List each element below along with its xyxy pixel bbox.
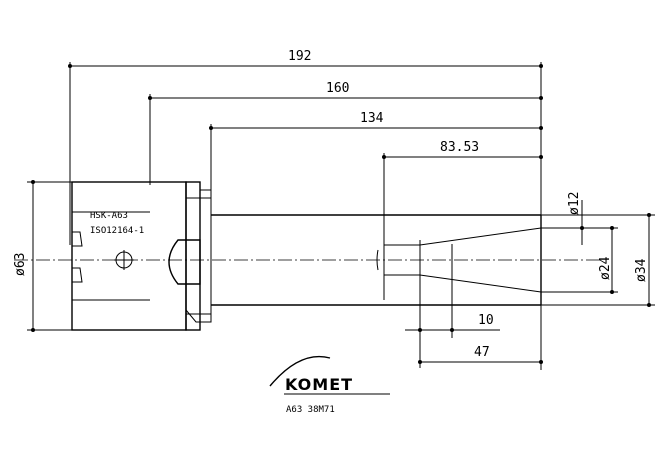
interface-label: HSK-A63	[90, 211, 128, 221]
dim-text-160: 160	[326, 81, 349, 96]
dimension-192: 192	[68, 49, 543, 245]
dim-text-192: 192	[288, 49, 311, 64]
dimension-dia-12: ø12	[541, 192, 590, 245]
dim-text-dia-12: ø12	[567, 192, 582, 215]
part-number: A63 38M71	[286, 405, 335, 415]
logo-text: KOMET	[285, 375, 353, 394]
dimension-10: 10	[405, 278, 500, 368]
dimension-47: 47	[418, 345, 543, 364]
dim-text-83-53: 83.53	[440, 140, 479, 155]
standard-label: ISO12164-1	[90, 226, 144, 236]
dimension-83-53: 83.53	[382, 140, 543, 300]
dimension-dia-34: ø34	[541, 213, 655, 307]
dimension-dia-63: ø63	[13, 180, 72, 332]
dim-text-dia-63: ø63	[13, 253, 28, 276]
dimension-dia-24: ø24	[541, 226, 618, 294]
dim-text-10: 10	[478, 313, 494, 328]
hsk-body	[71, 181, 212, 331]
dim-text-dia-24: ø24	[598, 256, 613, 280]
dimension-134: 134	[209, 111, 543, 213]
logo-arc-icon	[269, 355, 331, 387]
dim-text-47: 47	[474, 345, 490, 360]
dimension-160: 160	[148, 81, 543, 185]
dim-text-134: 134	[360, 111, 384, 126]
dim-text-dia-34: ø34	[634, 258, 649, 282]
komet-logo: KOMET A63 38M71	[269, 355, 390, 415]
